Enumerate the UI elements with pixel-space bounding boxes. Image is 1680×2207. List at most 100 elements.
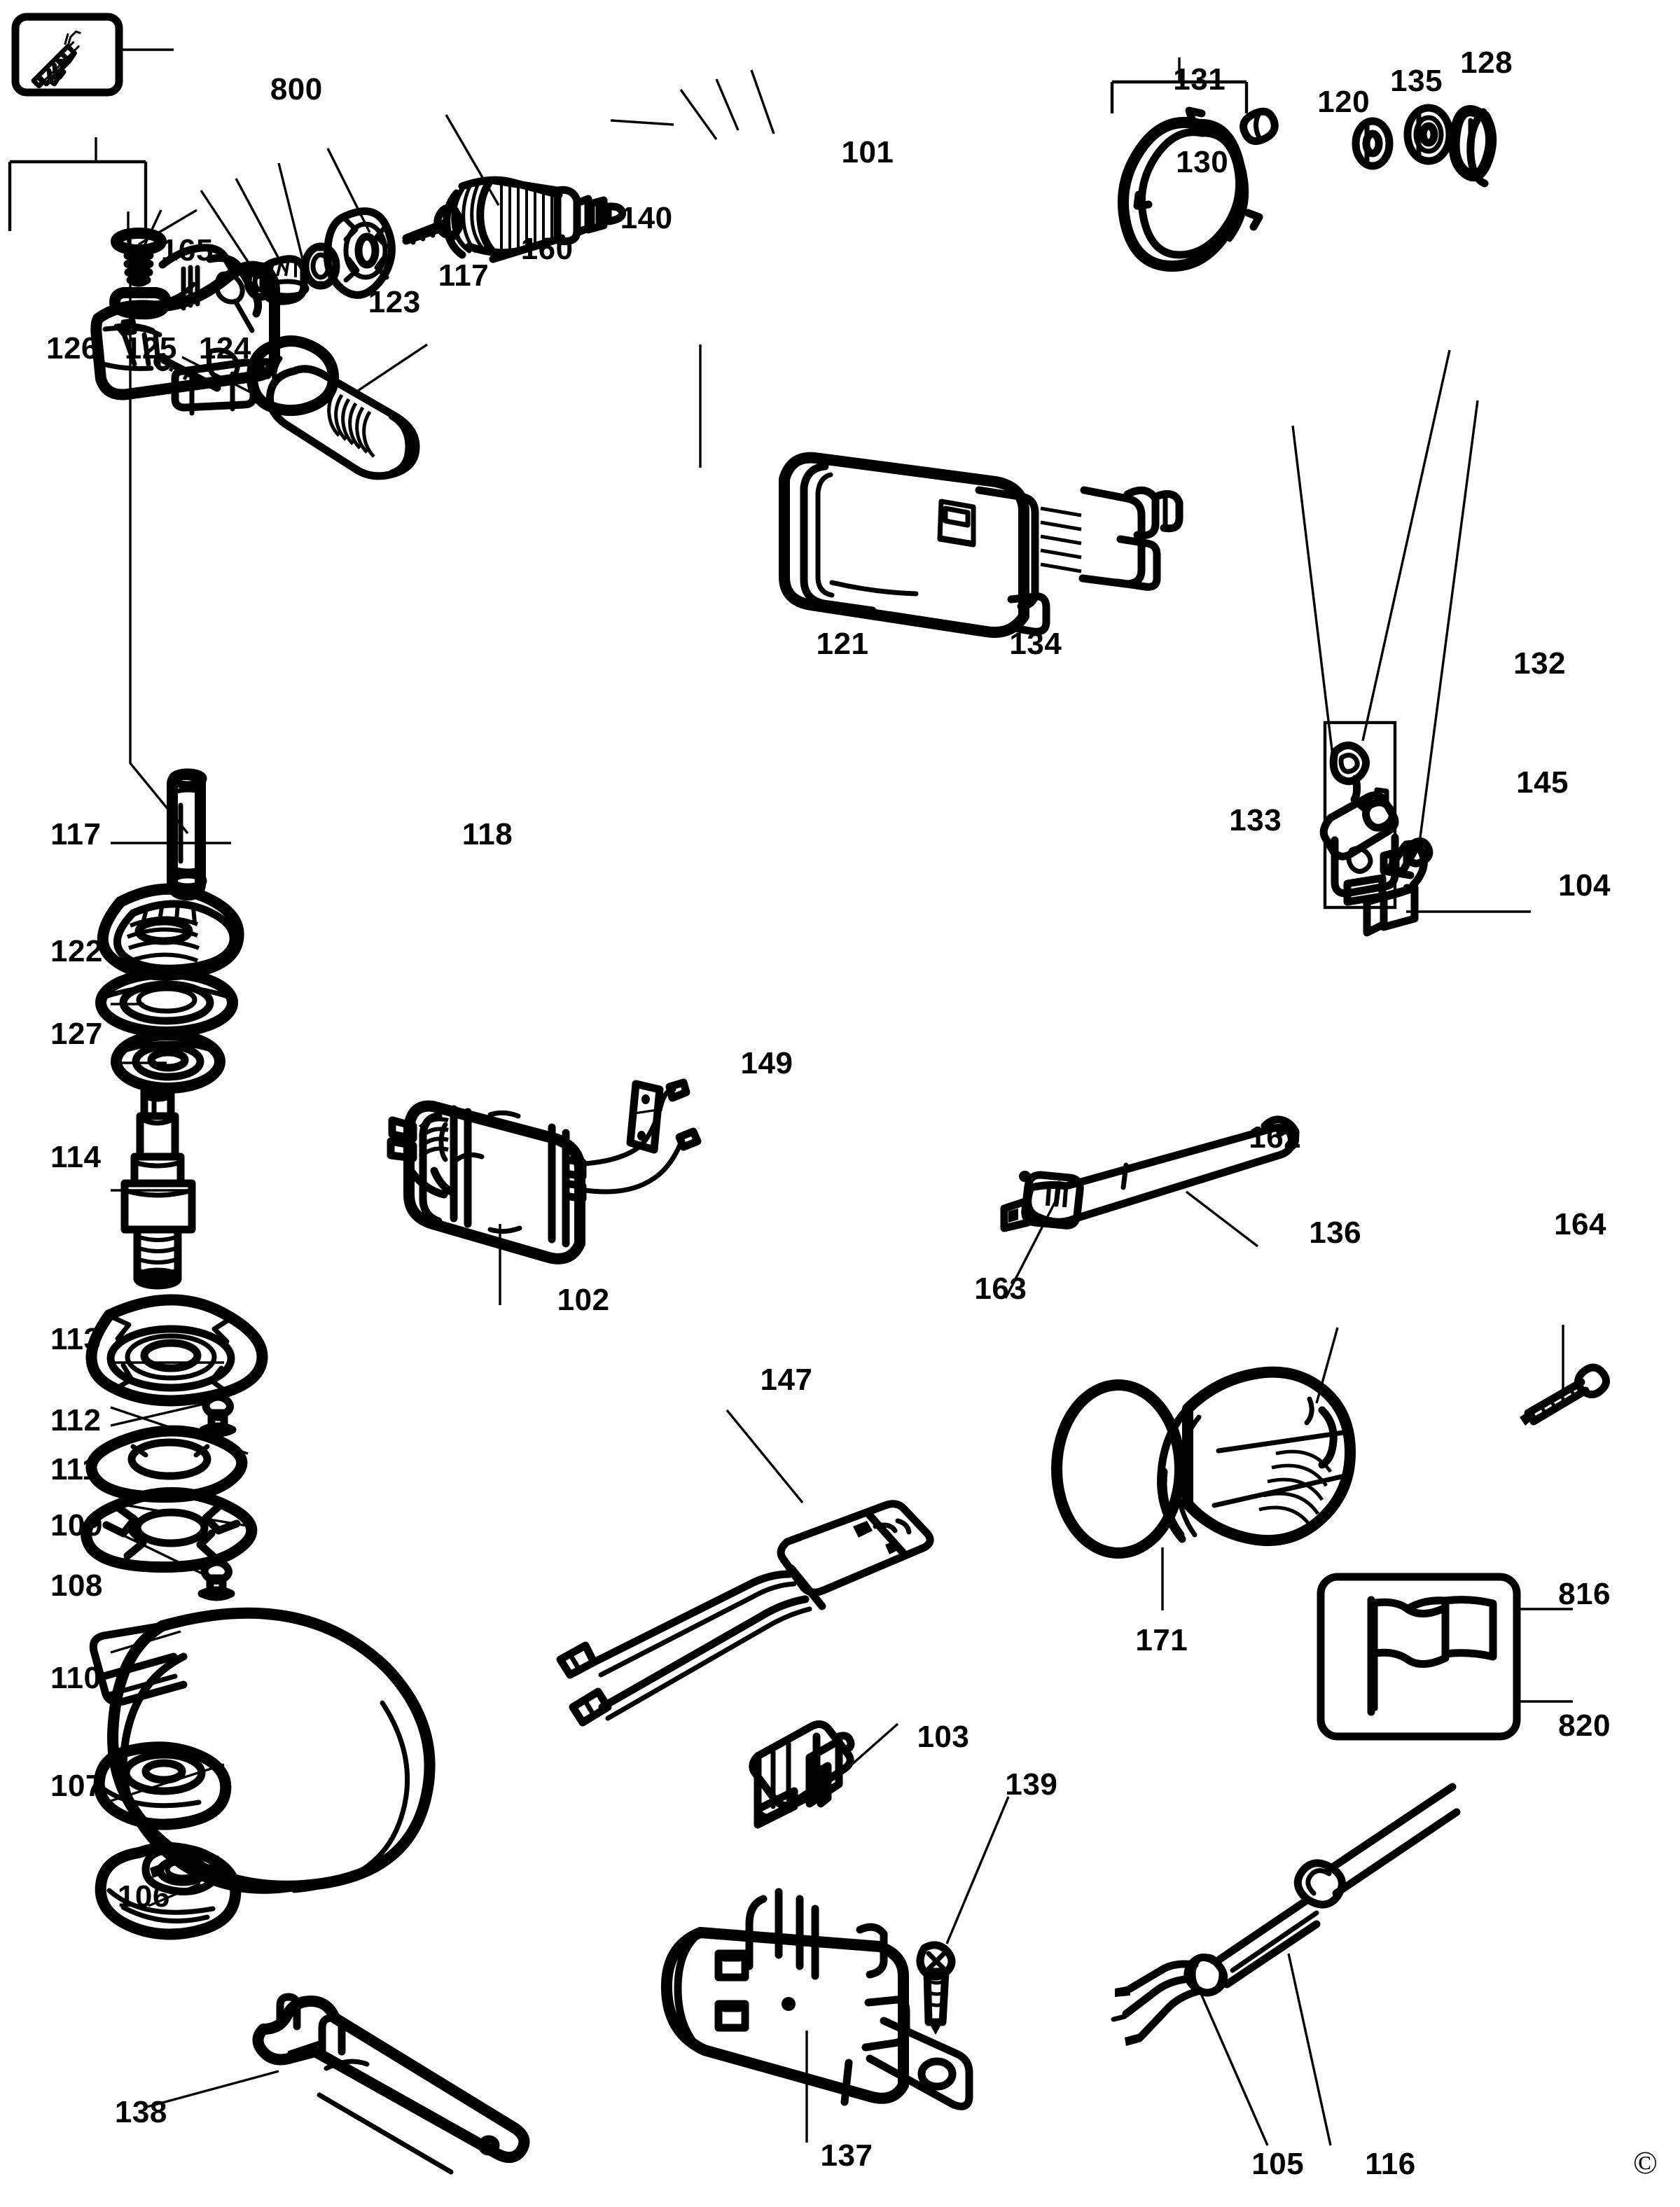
inset-grease-gun-box [11, 13, 174, 97]
callout-137: 137 [820, 2138, 873, 2173]
callout-135: 135 [1390, 63, 1443, 98]
callout-123: 123 [368, 284, 421, 319]
callout-107: 107 [50, 1768, 103, 1803]
button-163 [1019, 1171, 1084, 1230]
callout-125: 125 [124, 330, 177, 365]
switch-housing-137 [660, 1888, 973, 2110]
spanner-138 [252, 1993, 530, 2175]
insulator-149 [626, 1080, 664, 1154]
callout-126: 126 [46, 330, 99, 365]
callout-134: 134 [1009, 626, 1062, 661]
callout-145: 145 [1516, 765, 1569, 800]
callout-101: 101 [841, 134, 894, 169]
stator-terminals [387, 1116, 587, 1203]
callout-103: 103 [917, 1719, 970, 1754]
callout-117-left: 117 [50, 816, 102, 851]
callout-109: 109 [50, 1508, 103, 1543]
wire-harness-147 [556, 1500, 934, 1727]
callout-102: 102 [557, 1283, 610, 1318]
flange-nut-106 [95, 1842, 242, 1940]
bearing-127 [111, 1029, 225, 1094]
end-cap-136 [1157, 1363, 1610, 1547]
callout-122: 122 [50, 934, 103, 969]
screw-108 [197, 1558, 235, 1601]
callout-112: 112 [50, 1403, 102, 1438]
fan-housing-130 [1117, 104, 1497, 272]
screw-112 [199, 1393, 237, 1437]
callout-124: 124 [198, 330, 251, 365]
inset-flag-box [1317, 1573, 1573, 1741]
switch-assembly [660, 1720, 973, 2110]
ring-128 [1448, 105, 1497, 188]
spring-133 [1329, 742, 1374, 812]
callout-131: 131 [1173, 62, 1226, 97]
armature-101 [402, 176, 627, 263]
callout-147: 147 [760, 1363, 813, 1398]
callout-163: 163 [974, 1272, 1027, 1307]
guard-110 [89, 1607, 436, 1894]
callout-110: 110 [50, 1661, 102, 1695]
flange-113 [85, 1294, 268, 1407]
callout-816: 816 [1558, 1577, 1611, 1612]
callout-800: 800 [270, 71, 323, 106]
callout-165: 165 [160, 232, 214, 267]
callout-820: 820 [1558, 1708, 1611, 1743]
motor-housing-134 [779, 452, 1183, 638]
retainer-111 [85, 1425, 248, 1503]
callout-132: 132 [1513, 646, 1567, 681]
bracket-165 [8, 137, 148, 231]
switch-103 [749, 1720, 855, 1829]
callout-138: 138 [114, 2094, 167, 2129]
spindle-114 [120, 1082, 196, 1290]
bevel-gear-117 [97, 883, 244, 981]
pinion-117 [259, 255, 310, 305]
callout-120: 120 [1317, 84, 1370, 119]
callout-171: 171 [1135, 1623, 1188, 1658]
brush-assembly-132 [1319, 720, 1433, 937]
brush-holder [1319, 787, 1399, 906]
callout-104: 104 [1558, 868, 1611, 903]
callout-111: 111 [50, 1452, 100, 1487]
washer-120 [1352, 117, 1394, 170]
screw-139 [916, 1941, 956, 2035]
callout-149: 149 [740, 1046, 793, 1081]
callout-136: 136 [1309, 1216, 1362, 1251]
screw-118 [153, 353, 221, 392]
callout-116: 116 [1365, 2146, 1416, 2181]
callout-106: 106 [117, 1879, 170, 1914]
leader-lines-mid [110, 231, 1564, 2146]
side-handle-121 [247, 335, 420, 480]
callout-105: 105 [1251, 2146, 1305, 2181]
callout-133: 133 [1229, 802, 1282, 837]
callout-127: 127 [50, 1017, 103, 1052]
screw-164 [1520, 1363, 1610, 1426]
baffle-140 [323, 207, 396, 299]
spindle-stack [81, 768, 530, 2175]
carbon-brush-104 [1363, 840, 1428, 937]
callout-121: 121 [816, 626, 869, 661]
callout-164: 164 [1554, 1207, 1606, 1242]
bearing-135 [1403, 104, 1454, 165]
callout-160: 160 [520, 231, 574, 266]
callout-114: 114 [50, 1140, 102, 1175]
bushing-117 [167, 768, 207, 901]
copyright-mark: © [1633, 2145, 1658, 2180]
callout-108: 108 [50, 1568, 103, 1603]
callout-162: 162 [1249, 1120, 1302, 1155]
callout-130: 130 [1176, 144, 1229, 179]
callout-117-top: 117 [438, 258, 490, 293]
o-ring-171 [1051, 1379, 1186, 1610]
callout-113: 113 [50, 1322, 102, 1357]
stator-102 [387, 1078, 702, 1265]
callout-128: 128 [1460, 45, 1513, 80]
callout-140: 140 [620, 200, 673, 235]
callout-139: 139 [1005, 1767, 1058, 1802]
seal-122 [95, 968, 238, 1038]
callout-118: 118 [461, 816, 513, 851]
bracket-131-130 [1110, 57, 1249, 113]
flag-icon [1367, 1596, 1497, 1716]
spring-125 [123, 249, 154, 287]
gear-case-assembly [90, 207, 396, 416]
